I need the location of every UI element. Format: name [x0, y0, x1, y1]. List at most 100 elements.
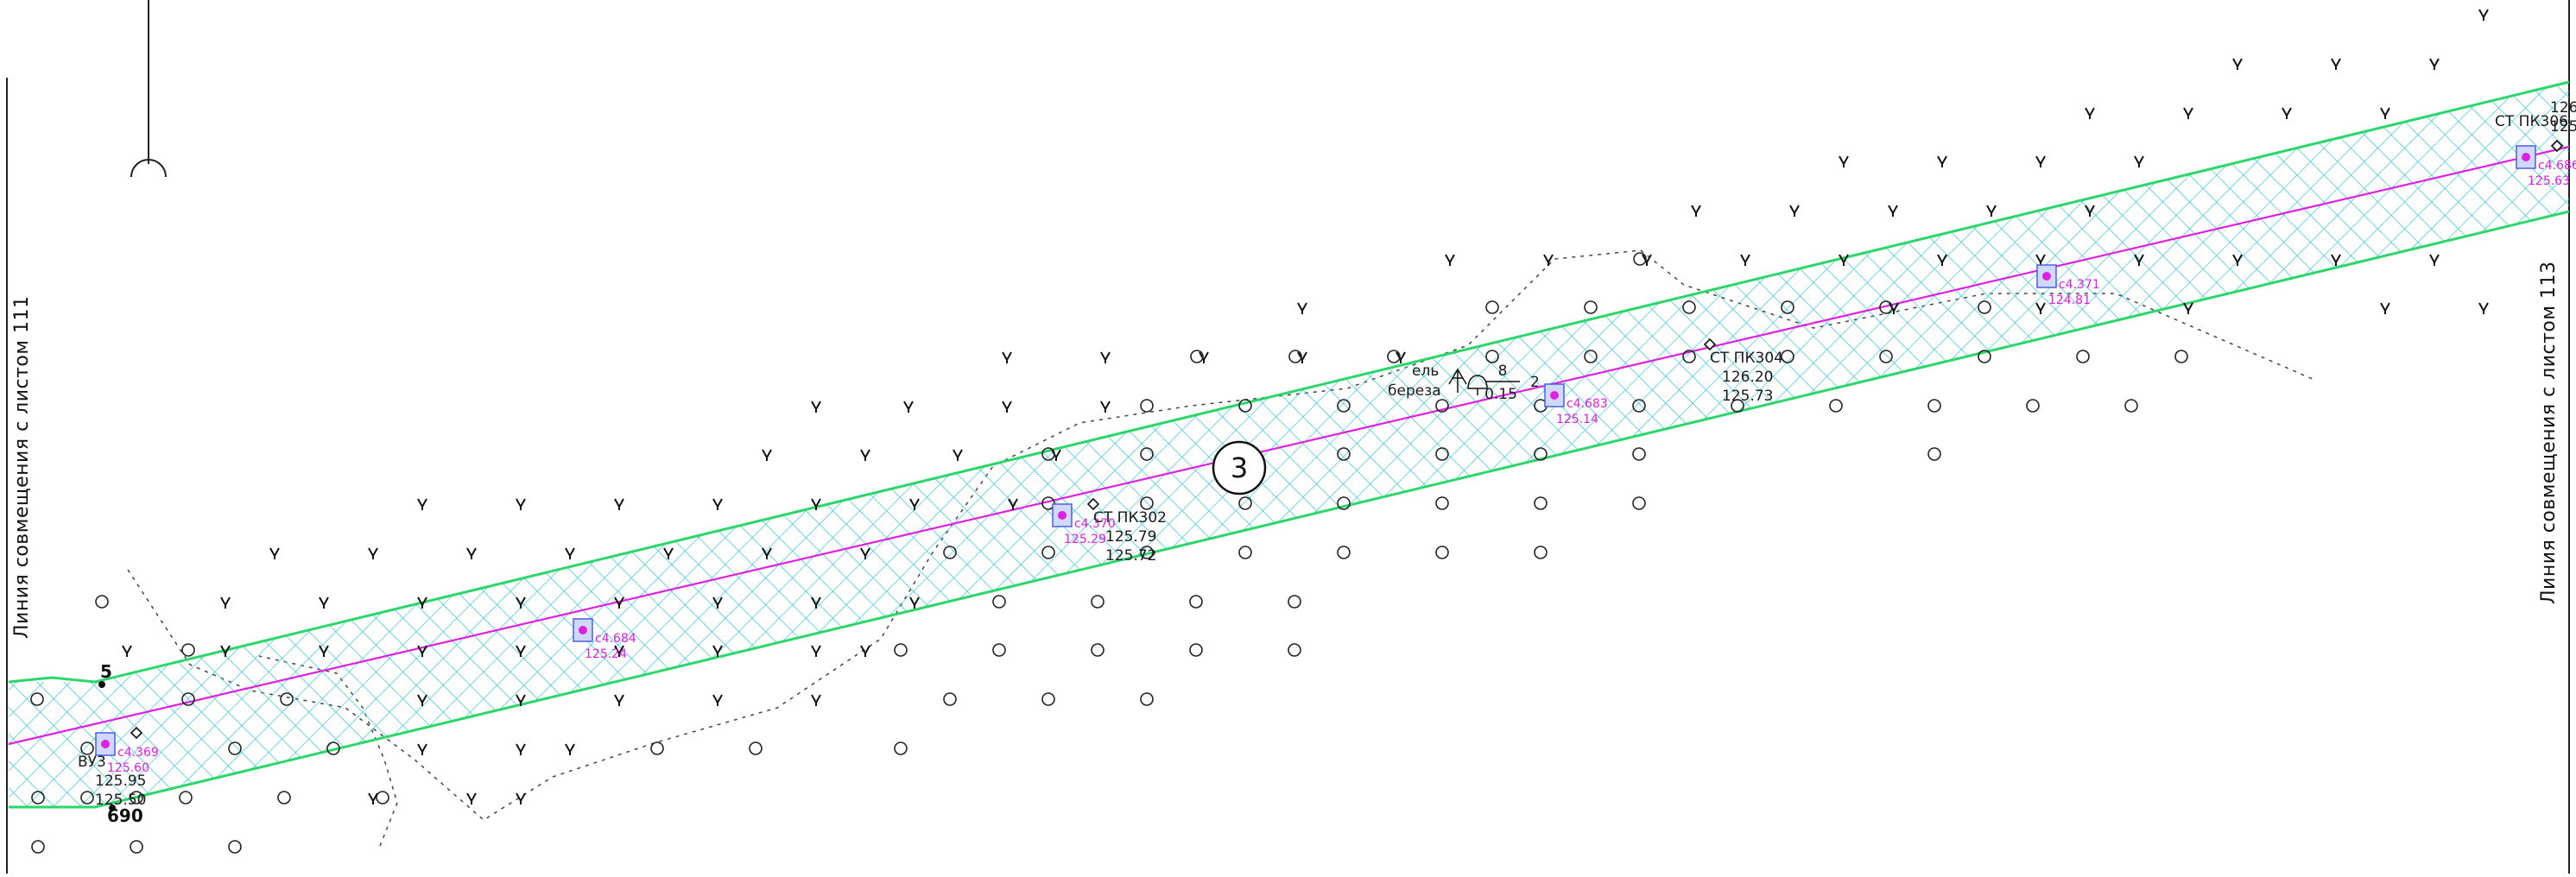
vegetation-icon [2331, 58, 2341, 70]
station-mag-elevation: 125.24 [585, 647, 627, 661]
vegetation-icon [1937, 155, 1947, 167]
vegetation-icon [663, 547, 674, 559]
vegetation-icon [1008, 498, 1018, 510]
vegetation-icon [1691, 205, 1701, 217]
tree-symbol-icon [1632, 447, 1646, 461]
vegetation-icon [2085, 205, 2095, 217]
station-elevation-2: 125.73 [1722, 388, 1773, 405]
vegetation-icon [1986, 205, 1997, 217]
point-number-top: 5 [100, 661, 112, 682]
left-match-line-label: Линия совмещения с листом 111 [11, 296, 33, 639]
vegetation-icon [1297, 351, 1307, 363]
tree-symbol-icon [1140, 496, 1154, 510]
vegetation-icon [368, 792, 378, 804]
vegetation-icon [220, 596, 231, 609]
vegetation-icon [516, 498, 526, 510]
vegetation-icon [2232, 58, 2243, 70]
station-elevation-1: 126.20 [1722, 369, 1773, 386]
tree-symbol-icon [31, 840, 45, 854]
axis-point-icon [1550, 391, 1559, 400]
tree-symbol-icon [1041, 692, 1055, 706]
station-mag-elevation: 124.81 [2048, 293, 2091, 307]
tree-symbol-icon [1190, 350, 1204, 363]
vegetation-icon [811, 694, 821, 706]
vegetation-icon [1002, 401, 1012, 413]
tree-symbol-icon [181, 692, 195, 706]
tree-symbol-icon [1435, 447, 1449, 461]
tree-count: 2 [1530, 374, 1540, 391]
tree-symbol-icon [1632, 399, 1646, 413]
tree-symbol-icon [1485, 300, 1499, 314]
tree-symbol-icon [1927, 447, 1941, 461]
station-mag-label: с4.370 [1074, 517, 1116, 531]
vegetation-icon [466, 792, 477, 804]
tree-symbol-icon [130, 840, 143, 854]
station-label: СТ ПК306 [2495, 113, 2568, 130]
tree-symbol-icon [1435, 496, 1449, 510]
tree-symbol-icon [376, 791, 389, 804]
vegetation-icon [417, 498, 427, 510]
station-elevation-2: 125.50 [95, 792, 146, 809]
vegetation-icon [614, 645, 624, 657]
vegetation-icon [516, 645, 526, 657]
vegetation-icon [1642, 254, 1652, 266]
tree-symbol-icon [2026, 399, 2040, 413]
vegetation-icon [368, 547, 378, 559]
tree-symbol-icon [80, 741, 94, 755]
vegetation-icon [2478, 9, 2489, 21]
vegetation-icon [2429, 58, 2440, 70]
station-label: СТ ПК304 [1710, 350, 1783, 367]
vegetation-icon [319, 645, 329, 657]
vegetation-icon [2429, 254, 2440, 266]
stations-layer: с4.369125.60ВУ3125.95125.50с4.684125.24с… [78, 99, 2576, 809]
vegetation-icon [909, 596, 920, 609]
tree-symbol-icon [130, 791, 143, 804]
section-number: 3 [1231, 451, 1248, 484]
station-mag-label: с4.686 [2538, 159, 2576, 173]
vegetation-icon [1396, 351, 1406, 363]
tree-symbol-icon [2174, 350, 2188, 363]
tree-symbol-icon [1189, 643, 1203, 657]
tree-symbol-icon [1978, 350, 1991, 363]
tree-symbol-icon [943, 546, 957, 559]
tree-note: ель береза 8 0.15 2 [1388, 363, 1540, 403]
vegetation-icon [1740, 254, 1750, 266]
tree-symbol-icon [1288, 643, 1301, 657]
vegetation-icon [2232, 254, 2243, 266]
vegetation-icon [2380, 302, 2390, 314]
vegetation-icon [860, 547, 870, 559]
vegetation-icon [909, 498, 920, 510]
vegetation-icon [1051, 449, 1061, 461]
tree-denominator: 0.15 [1484, 386, 1517, 403]
vegetation-icon [565, 547, 575, 559]
vegetation-icon [811, 645, 821, 657]
tree-symbol-icon [95, 595, 109, 609]
tree-symbol-icon [1337, 447, 1351, 461]
vegetation-icon [1839, 155, 1849, 167]
tree-symbol-icon [749, 741, 763, 755]
vegetation-icon [614, 596, 624, 609]
tree-species-bottom: береза [1388, 382, 1441, 400]
axis-point-icon [2042, 272, 2051, 281]
vegetation-icon [2183, 302, 2193, 314]
station-diamond-icon [2550, 139, 2564, 153]
vegetation-icon [1199, 351, 1209, 363]
tree-symbol-icon [992, 643, 1006, 657]
tree-symbol-icon [1781, 350, 1794, 363]
tree-symbol-icon [179, 791, 193, 804]
station-elevation-2: 125. [2550, 118, 2576, 136]
tree-symbol-icon [1140, 546, 1154, 559]
tree-symbol-icon [1682, 300, 1696, 314]
point-mark: 5 690 [98, 661, 143, 826]
tree-symbol-icon [1041, 496, 1055, 510]
tree-symbol-icon [1485, 350, 1499, 363]
station-diamond-icon [130, 726, 143, 740]
tree-symbol-icon [1091, 643, 1104, 657]
axis-point-icon [579, 626, 587, 634]
vegetation-icon [712, 694, 723, 706]
